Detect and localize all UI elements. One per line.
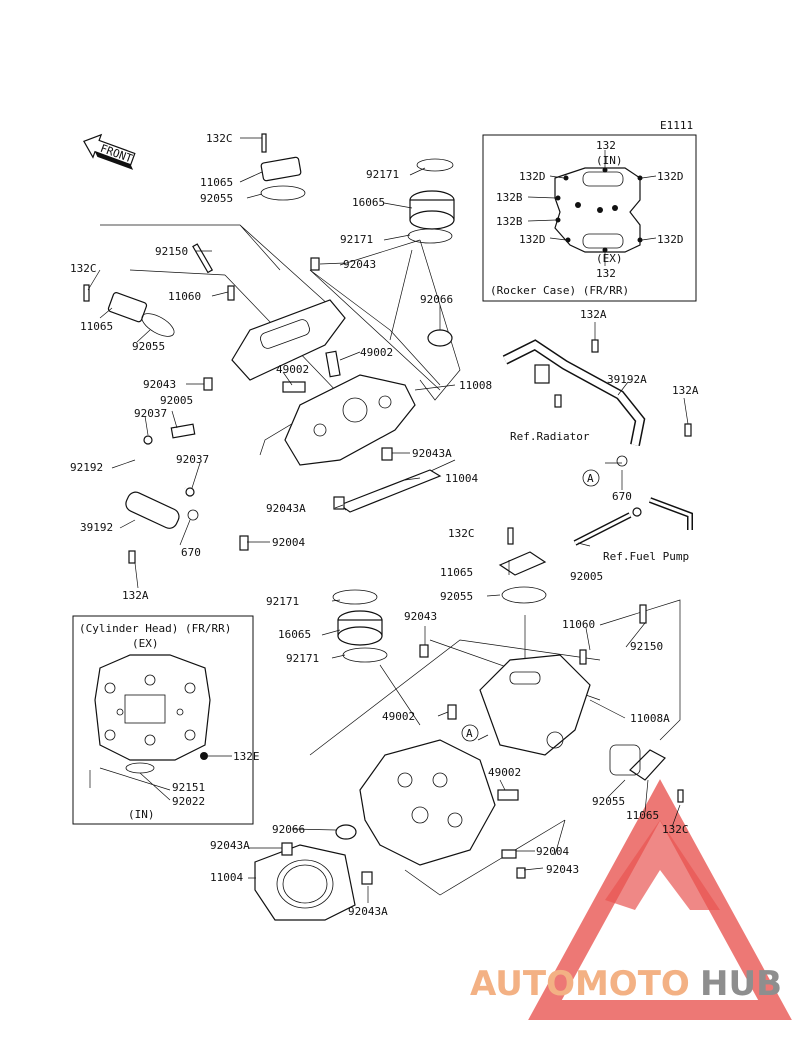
callout-label: 92043A — [348, 905, 388, 918]
callout-label: 92005 — [570, 570, 603, 583]
callout-label: 11004 — [210, 871, 243, 884]
callout-label: 49002 — [276, 363, 309, 376]
callout-label: 11065 — [200, 176, 233, 189]
head-label-92151: 92151 — [172, 781, 205, 794]
callout-label: 49002 — [382, 710, 415, 723]
callout-label: 92005 — [160, 394, 193, 407]
callout-label: 92171 — [286, 652, 319, 665]
ref-radiator-label: Ref.Radiator — [510, 430, 590, 443]
svg-text:A: A — [466, 727, 473, 740]
marker-a-upper: A — [582, 469, 600, 487]
callout-label: 92066 — [420, 293, 453, 306]
callout-label: 11065 — [80, 320, 113, 333]
rocker-label-4: 132B — [496, 215, 523, 228]
watermark-text-2: HUB — [700, 964, 782, 1004]
callout-label: 39192A — [607, 373, 647, 386]
callout-label: 92004 — [536, 845, 569, 858]
callout-label: 132C — [70, 262, 97, 275]
callout-label: 11065 — [626, 809, 659, 822]
callout-label: 92192 — [70, 461, 103, 474]
callout-label: 132A — [672, 384, 699, 397]
callout-label: 92043 — [343, 258, 376, 271]
callout-label: 92171 — [366, 168, 399, 181]
marker-a-lower: A — [461, 724, 479, 742]
callout-label: 132C — [448, 527, 475, 540]
callout-label: 11065 — [440, 566, 473, 579]
callout-label: 132C — [206, 132, 233, 145]
rocker-label-6: 132D — [519, 233, 546, 246]
svg-text:A: A — [587, 472, 594, 485]
callout-labels: 132C 11065 92055 92150 132C 11060 11065 … — [70, 132, 699, 918]
callout-label: 92055 — [200, 192, 233, 205]
callout-label: 132A — [122, 589, 149, 602]
callout-label: 49002 — [360, 346, 393, 359]
diagram-code: E1111 — [660, 119, 693, 132]
callout-label: 92043A — [210, 839, 250, 852]
callout-label: 92043 — [404, 610, 437, 623]
callout-label: 16065 — [352, 196, 385, 209]
front-arrow-icon: FRONT — [83, 133, 136, 170]
rocker-in-label: (IN) — [596, 154, 623, 167]
callout-label: 92055 — [592, 795, 625, 808]
callout-label: 92043 — [143, 378, 176, 391]
callout-label: 92150 — [155, 245, 188, 258]
callout-label: 92043A — [266, 502, 306, 515]
watermark-logo — [528, 779, 792, 1020]
callout-label: 11004 — [445, 472, 478, 485]
head-label-132e: 132E — [233, 750, 260, 763]
rocker-label-5: 132D — [657, 170, 684, 183]
callout-label: 92043 — [546, 863, 579, 876]
callout-label: 132C — [662, 823, 689, 836]
callout-label: 92066 — [272, 823, 305, 836]
cylinder-head-inset: (Cylinder Head) (FR/RR) (EX) 132E 92151 … — [72, 615, 260, 825]
rocker-ex-label: (EX) — [596, 252, 623, 265]
rocker-inset-title: (Rocker Case) (FR/RR) — [490, 284, 629, 297]
rocker-case-inset: 132 (IN) 132D 132B 132B 132D 132D 132D (… — [482, 134, 697, 302]
watermark-text-1: AUTOMOTO — [470, 964, 690, 1004]
rocker-label-1: 132 — [596, 139, 616, 152]
callout-label: 11008 — [459, 379, 492, 392]
callout-label: 92055 — [132, 340, 165, 353]
callout-label: 11060 — [562, 618, 595, 631]
rocker-label-7: 132D — [657, 233, 684, 246]
callout-label: 132A — [580, 308, 607, 321]
callout-label: 16065 — [278, 628, 311, 641]
head-inset-ex: (EX) — [132, 637, 159, 650]
ref-fuel-pump-label: Ref.Fuel Pump — [603, 550, 689, 563]
callout-label: 92037 — [134, 407, 167, 420]
callout-label: 92171 — [266, 595, 299, 608]
head-inset-in: (IN) — [128, 808, 155, 821]
callout-label: 49002 — [488, 766, 521, 779]
callout-label: 92037 — [176, 453, 209, 466]
callout-label: 39192 — [80, 521, 113, 534]
callout-label: 11008A — [630, 712, 670, 725]
head-inset-title: (Cylinder Head) (FR/RR) — [79, 622, 231, 635]
callout-label: 670 — [612, 490, 632, 503]
callout-label: 11060 — [168, 290, 201, 303]
callout-label: 92150 — [630, 640, 663, 653]
rocker-label-8: 132 — [596, 267, 616, 280]
callout-label: 92055 — [440, 590, 473, 603]
head-label-92022: 92022 — [172, 795, 205, 808]
callout-label: 92004 — [272, 536, 305, 549]
callout-label: 670 — [181, 546, 201, 559]
rocker-label-3: 132B — [496, 191, 523, 204]
lower-assembly — [254, 527, 684, 921]
callout-label: 92171 — [340, 233, 373, 246]
rocker-label-2: 132D — [519, 170, 546, 183]
leader-lines — [87, 137, 689, 903]
callout-label: 92043A — [412, 447, 452, 460]
